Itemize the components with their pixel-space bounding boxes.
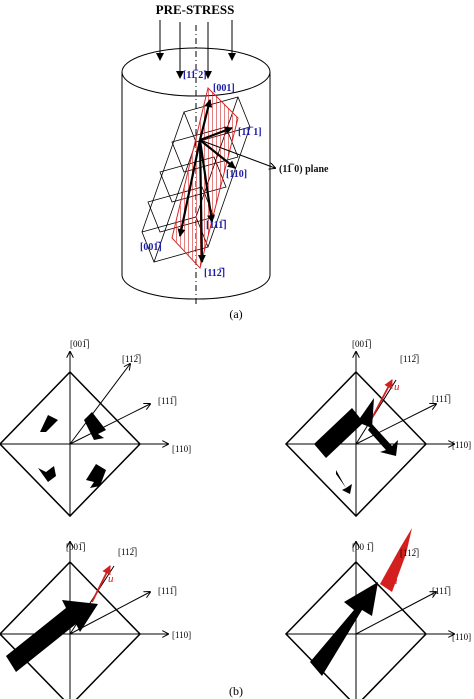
p1-axis-110: [110] bbox=[172, 444, 191, 454]
p4-axis-vertical-alt: [00 1̅] bbox=[352, 542, 374, 552]
p3-axis-vertical: [001̅] bbox=[66, 542, 86, 552]
p1-axis-vertical: [001̅] bbox=[70, 339, 90, 349]
label-112m: [112̅] bbox=[204, 268, 225, 279]
caption-b: (b) bbox=[229, 684, 243, 698]
p3-axis-110: [110] bbox=[172, 630, 191, 640]
panel-b3: [001̅] [112̅] [111̅] [110] u bbox=[0, 542, 191, 699]
label-00m1: [001̅] bbox=[140, 242, 162, 253]
p1-axis-111: [111̅] bbox=[158, 396, 177, 406]
prestress-arrows bbox=[156, 20, 236, 79]
direction-vectors bbox=[177, 99, 275, 263]
p2-axis-110: [110] bbox=[452, 440, 471, 450]
label-11m1: [111̅] bbox=[206, 220, 227, 231]
p4-u-label: u bbox=[392, 575, 398, 587]
panel-a: PRE-STRESS bbox=[121, 2, 329, 321]
label-110: [110] bbox=[226, 169, 247, 180]
p4-axis-110: [110] bbox=[452, 632, 471, 642]
label-001: [001] bbox=[213, 83, 235, 94]
caption-a: (a) bbox=[229, 307, 242, 321]
p3-axis-111: [111̅] bbox=[158, 586, 177, 596]
p3-axis-112: [112̅] bbox=[118, 547, 137, 557]
label-plane: (11̅ 0) plane bbox=[279, 164, 329, 175]
panel-b2: [001̅] [112̅] [111̅] [110] u bbox=[284, 339, 471, 518]
p1-axis-112: [112̅] bbox=[122, 354, 141, 364]
prestress-title: PRE-STRESS bbox=[156, 2, 235, 17]
panel-b4: [00 1̅] [112̅] [111̅] [110] u bbox=[284, 528, 471, 699]
p4-axis-111: [111̅] bbox=[432, 586, 451, 596]
label-111: [11̅ 1] bbox=[238, 127, 262, 138]
p2-u-label: u bbox=[394, 381, 400, 393]
p2-axis-111: [111̅] bbox=[432, 394, 451, 404]
p2-axis-112: [112̅] bbox=[400, 354, 419, 364]
p2-axis-vertical: [001̅] bbox=[352, 339, 372, 349]
domain-arrows bbox=[38, 412, 106, 488]
label-112-top: [11̅ 2] bbox=[183, 70, 207, 81]
p4-axis-112: [112̅] bbox=[400, 548, 419, 558]
p3-u-label: u bbox=[108, 573, 114, 585]
panel-b1: [001̅] [112̅] [111̅] [110] bbox=[0, 339, 191, 518]
